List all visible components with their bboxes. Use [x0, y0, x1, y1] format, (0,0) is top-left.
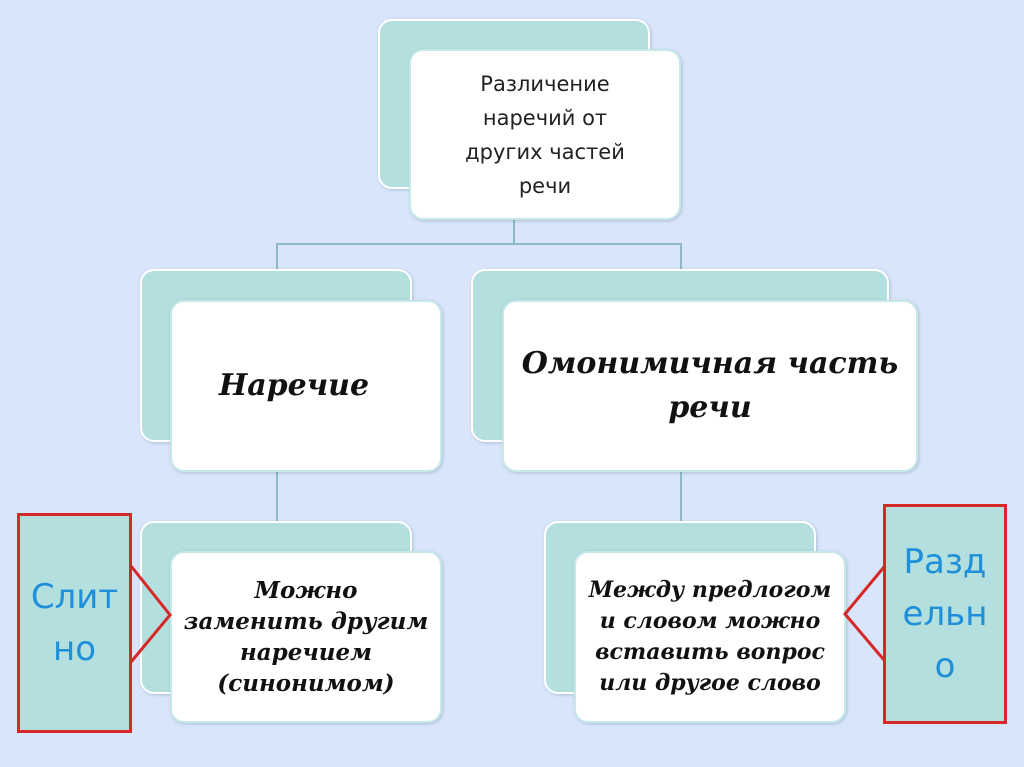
tag-separate-text: Разд ельн о [903, 536, 988, 692]
connector-root-down [513, 218, 515, 244]
right-note: Между предлогом и словом можно вставить … [574, 551, 846, 723]
tag-separate-line2: ельн [902, 594, 988, 634]
tag-separate: Разд ельн о [883, 504, 1007, 724]
connector-to-right [680, 243, 682, 273]
tag-together: Слит но [17, 513, 132, 733]
homonym-node: Омонимичная часть речи [502, 300, 918, 472]
connector-horizontal [276, 243, 682, 245]
homonym-node-text: Омонимичная часть речи [521, 346, 899, 425]
root-node: Различение наречий от других частей речи [409, 49, 681, 220]
tag-together-text: Слит но [31, 571, 118, 675]
left-note: Можно заменить другим наречием (синонимо… [170, 551, 442, 723]
connector-to-left [276, 243, 278, 273]
left-callout-arrow [129, 565, 172, 663]
right-note-text: Между предлогом и словом можно вставить … [588, 577, 832, 696]
right-callout-arrow [843, 566, 886, 661]
tag-together-line2: но [52, 629, 97, 669]
connector-left-down [276, 470, 278, 524]
tag-separate-line3: о [934, 646, 956, 686]
tag-separate-line1: Разд [903, 542, 987, 582]
adverb-node: Наречие [170, 300, 442, 472]
connector-right-down [680, 470, 682, 524]
adverb-node-text: Наречие [218, 368, 370, 403]
left-note-text: Можно заменить другим наречием (синонимо… [183, 577, 429, 697]
tag-together-line1: Слит [30, 577, 119, 617]
root-node-text: Различение наречий от других частей речи [465, 71, 625, 198]
